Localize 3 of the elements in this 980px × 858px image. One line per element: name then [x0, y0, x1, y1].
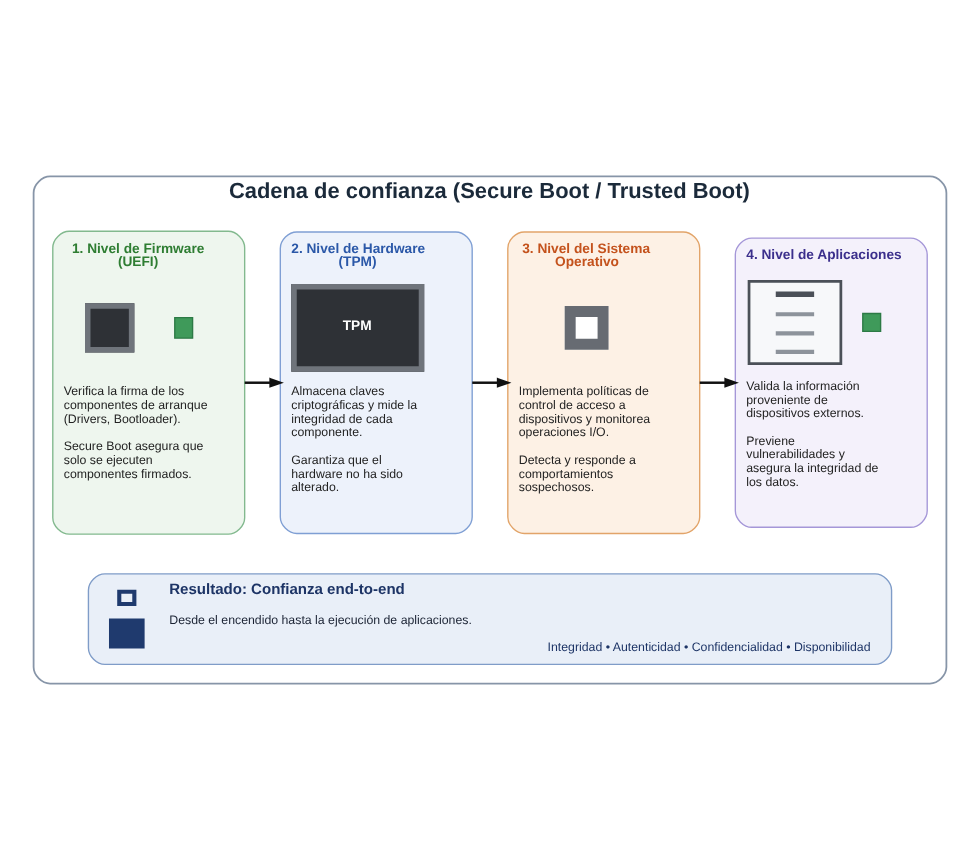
arrow — [472, 376, 512, 387]
arrow — [699, 376, 739, 387]
arrow — [244, 376, 284, 387]
